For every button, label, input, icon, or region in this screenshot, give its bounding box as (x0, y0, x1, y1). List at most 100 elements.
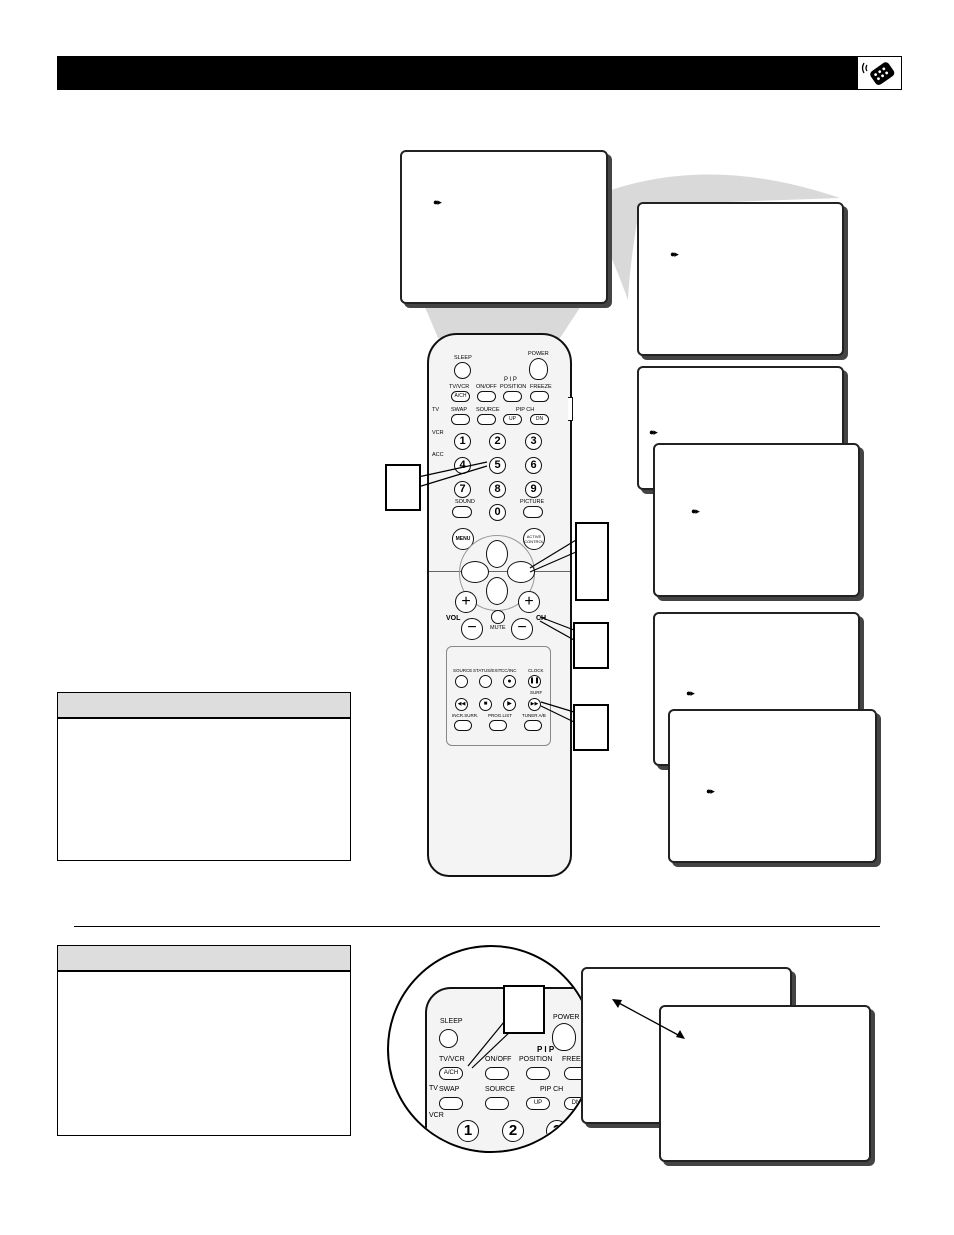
vol-up-button[interactable]: + (455, 591, 477, 613)
tv-screen-4: ●▸ (653, 443, 860, 597)
tuner-ab-button[interactable] (524, 720, 542, 731)
section-divider (74, 926, 880, 927)
prog-list-button[interactable] (489, 720, 507, 731)
record-button[interactable]: ● (503, 675, 516, 688)
digit-3-button[interactable]: 3 (525, 433, 542, 450)
tips-box-header (58, 946, 350, 972)
label-mode-tv: TV (432, 407, 440, 413)
label-mute: MUTE (490, 625, 506, 631)
label-clock: CLOCK (528, 668, 544, 673)
digit-1-button[interactable]: 1 (454, 433, 471, 450)
digit-9-button[interactable]: 9 (525, 481, 542, 498)
nav-right-button[interactable] (507, 561, 535, 583)
zoom-label-pip: P I P (537, 1045, 555, 1054)
zoom-label-on-off: ON/OFF (485, 1056, 512, 1063)
zoom-sleep-button[interactable] (439, 1029, 458, 1048)
rewind-button[interactable]: ◀◀ (455, 698, 468, 711)
pip-ch-dn-button[interactable]: DN (530, 414, 549, 425)
zoom-pip-position-button[interactable] (526, 1067, 550, 1080)
stop-button[interactable]: ■ (479, 698, 492, 711)
zoom-step-callout (503, 985, 545, 1034)
label-pip: P I P (504, 377, 517, 383)
menu-cursor-icon: ●▸ (706, 786, 715, 796)
step-callout-1 (385, 464, 421, 511)
pause-button[interactable]: ❚❚ (528, 675, 541, 688)
zoom-digit-1-button[interactable]: 1 (457, 1120, 479, 1142)
tv-screen-2: ●▸ (637, 202, 844, 356)
menu-cursor-icon: ●▸ (686, 688, 695, 698)
swap-button[interactable] (451, 414, 470, 425)
digit-2-button[interactable]: 2 (489, 433, 506, 450)
digit-5-button[interactable]: 5 (489, 457, 506, 474)
label-freeze: FREEZE (530, 384, 552, 390)
fast-forward-button[interactable]: ▶▶ (528, 698, 541, 711)
zoom-a-ch-button[interactable]: A/CH (439, 1067, 463, 1080)
sleep-button[interactable] (454, 362, 471, 379)
status-exit-button[interactable] (479, 675, 492, 688)
zoom-label-tv-vcr: TV/VCR (439, 1056, 465, 1063)
zoom-pip-on-off-button[interactable] (485, 1067, 509, 1080)
picture-button[interactable] (523, 506, 543, 518)
step-callout-4 (573, 704, 609, 751)
zoom-remote-body: SLEEP POWER P I P TV/VCR ON/OFF POSITION… (425, 987, 593, 1151)
zoom-digit-3-button[interactable]: 3 (546, 1120, 568, 1142)
label-tv-vcr: TV/VCR (449, 384, 470, 390)
sound-button[interactable] (452, 506, 472, 518)
pip-on-off-button[interactable] (477, 391, 496, 402)
label-mode-vcr: VCR (432, 430, 444, 436)
tips-box-1 (57, 692, 351, 861)
zoom-label-freeze: FREEZE (562, 1056, 590, 1063)
zoom-label-position: POSITION (519, 1056, 553, 1063)
zoom-pip-ch-up-button[interactable]: UP (526, 1097, 550, 1110)
tv-screen-6: ●▸ (668, 709, 877, 863)
ch-down-button[interactable]: − (511, 618, 533, 640)
active-control-button[interactable]: ACTIVE CONTROL (523, 528, 545, 550)
header-bar (57, 56, 902, 90)
incr-surr-button[interactable] (454, 720, 472, 731)
power-button[interactable] (529, 358, 548, 380)
label-tuner-ab: TUNER A/B (522, 713, 546, 718)
nav-down-button[interactable] (486, 577, 508, 605)
source-button[interactable] (477, 414, 496, 425)
remote-control: SLEEP POWER P I P TV/VCR ON/OFF POSITION… (427, 333, 573, 877)
tips-box-header (58, 693, 350, 719)
label-picture: PICTURE (520, 499, 545, 505)
ch-up-button[interactable]: + (518, 591, 540, 613)
digit-8-button[interactable]: 8 (489, 481, 506, 498)
zoom-swap-button[interactable] (439, 1097, 463, 1110)
source-2-button[interactable] (455, 675, 468, 688)
label-sleep: SLEEP (454, 355, 472, 361)
digit-7-button[interactable]: 7 (454, 481, 471, 498)
zoom-power-button[interactable] (552, 1023, 576, 1051)
zoom-digit-2-button[interactable]: 2 (502, 1120, 524, 1142)
digit-6-button[interactable]: 6 (525, 457, 542, 474)
menu-cursor-icon: ●▸ (691, 506, 700, 516)
play-button[interactable]: ▶ (503, 698, 516, 711)
zoom-source-button[interactable] (485, 1097, 509, 1110)
nav-left-button[interactable] (461, 561, 489, 583)
zoom-label-vcr: VCR (429, 1112, 444, 1119)
vol-down-button[interactable]: − (461, 618, 483, 640)
pip-position-button[interactable] (503, 391, 522, 402)
a-ch-button[interactable]: A/CH (451, 391, 470, 402)
remote-side-tab (568, 397, 573, 421)
mute-button[interactable] (491, 610, 505, 624)
zoom-label-power: POWER (553, 1014, 580, 1021)
zoom-label-source: SOURCE (485, 1086, 515, 1093)
label-on-off: ON/OFF (476, 384, 497, 390)
menu-button[interactable]: MENU (452, 528, 474, 550)
step-callout-3 (573, 622, 609, 669)
pip-freeze-button[interactable] (530, 391, 549, 402)
digit-0-button[interactable]: 0 (489, 504, 506, 521)
pip-screen (659, 1005, 871, 1162)
remote-zoom-circle: SLEEP POWER P I P TV/VCR ON/OFF POSITION… (387, 945, 595, 1153)
label-prog-list: PROG.LIST (488, 713, 513, 718)
tv-screen-1: ●▸ (400, 150, 608, 304)
pip-ch-up-button[interactable]: UP (503, 414, 522, 425)
nav-up-button[interactable] (486, 540, 508, 568)
zoom-label-pip-ch: PIP CH (540, 1086, 564, 1093)
label-source: SOURCE (476, 407, 500, 413)
